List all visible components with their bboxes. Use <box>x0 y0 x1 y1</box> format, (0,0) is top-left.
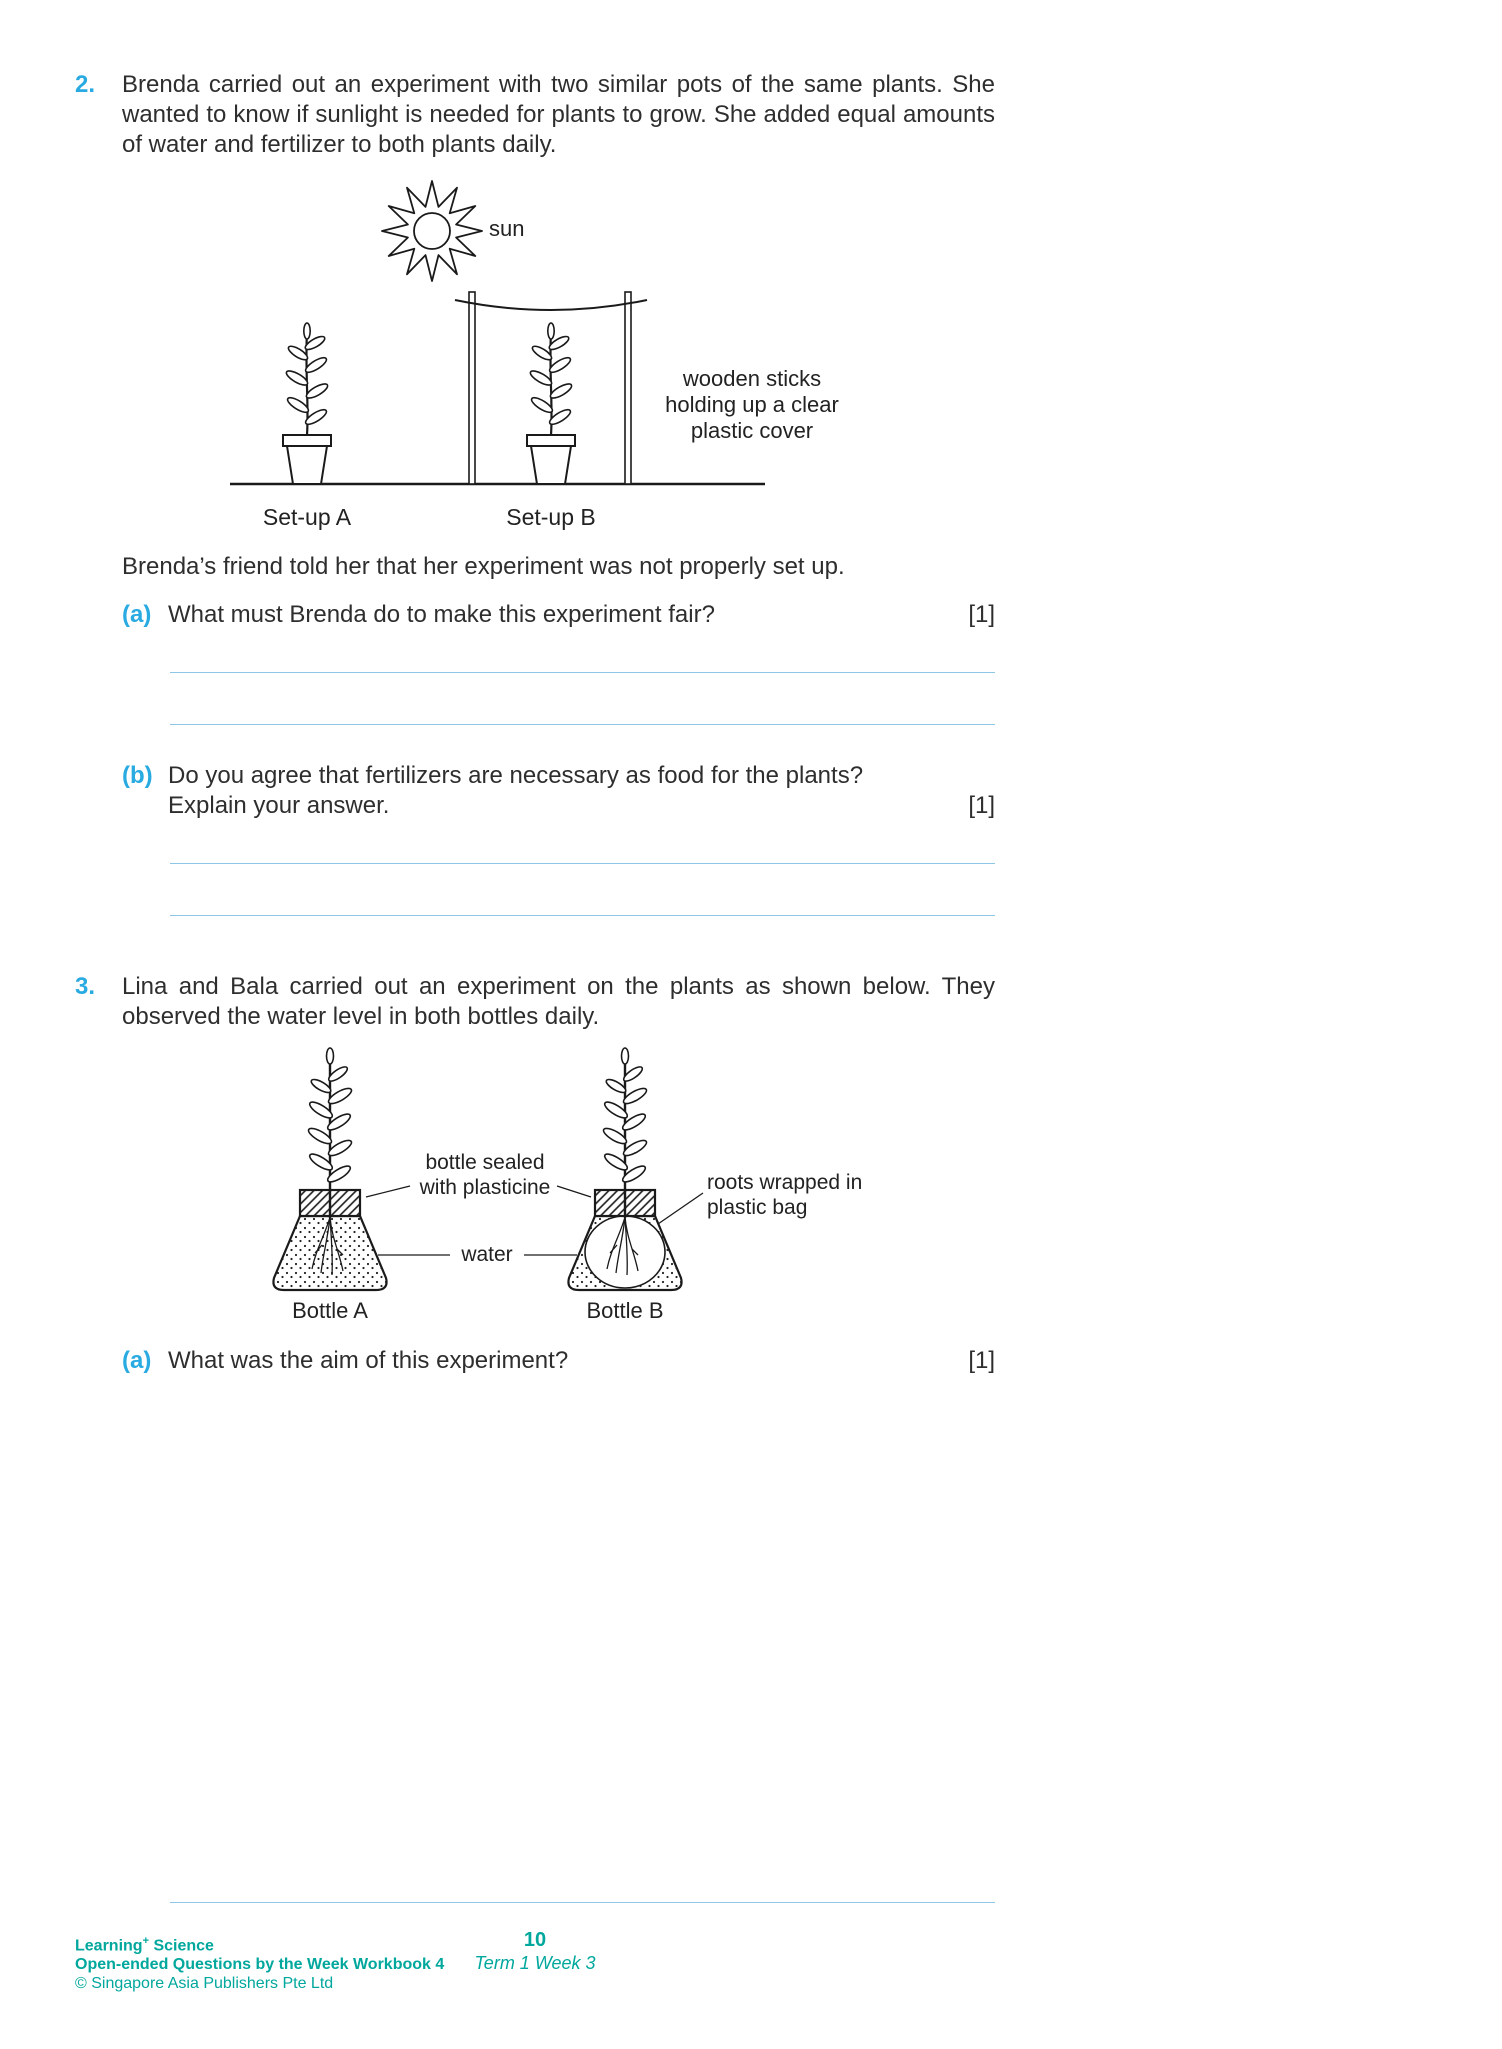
wooden-stick-left <box>468 291 476 485</box>
sun-icon <box>381 180 483 282</box>
wooden-stick-right <box>624 291 632 485</box>
question-2a-text: What must Brenda do to make this experim… <box>168 601 715 628</box>
question-2b-text: Do you agree that fertilizers are necess… <box>168 762 864 819</box>
question-2-number: 2. <box>75 71 96 98</box>
answer-line[interactable] <box>170 1902 995 1903</box>
footer-copyright: © Singapore Asia Publishers Pte Ltd <box>75 1975 334 1993</box>
question-2b-marks: [1] <box>968 792 995 819</box>
setup-a-plant <box>282 321 332 485</box>
setup-diagram-svg <box>230 180 765 486</box>
answer-line[interactable] <box>170 724 995 725</box>
question-3a-label: (a) <box>122 1347 152 1374</box>
question-2a-marks: [1] <box>968 601 995 628</box>
bottles-diagram-svg <box>272 1046 704 1292</box>
plastic-cover <box>454 299 648 311</box>
setup-diagram: sun wooden sticks holding up a clear pla… <box>155 176 975 536</box>
question-2-friend-text: Brenda’s friend told her that her experi… <box>122 553 845 580</box>
question-2: 2. Brenda carried out an experiment with… <box>75 70 1502 160</box>
footer-page-info: 10 Term 1 Week 3 <box>455 1928 615 1974</box>
footer-brand: Learning+ Science <box>75 1935 214 1955</box>
question-3a-marks: [1] <box>968 1347 995 1374</box>
seal-label: bottle sealed with plasticine <box>419 1151 551 1199</box>
question-2b-label: (b) <box>122 762 153 789</box>
setup-b-label: Set-up B <box>506 504 596 530</box>
sticks-label: wooden sticks holding up a clear plastic… <box>665 366 839 443</box>
question-3: 3. Lina and Bala carried out an experime… <box>75 972 1502 1032</box>
question-3a-text: What was the aim of this experiment? <box>168 1347 569 1374</box>
roots-label: roots wrapped in plastic bag <box>707 1171 863 1219</box>
water-label: water <box>461 1243 513 1266</box>
footer-series: Open-ended Questions by the Week Workboo… <box>75 1956 445 1974</box>
question-2-text: Brenda carried out an experiment with tw… <box>122 71 995 158</box>
bottle-a-label: Bottle A <box>292 1298 368 1323</box>
answer-line[interactable] <box>170 863 995 864</box>
sun-label: sun <box>489 216 525 241</box>
bottles-diagram: bottle sealed with plasticine roots wrap… <box>270 1040 1090 1332</box>
setup-a-label: Set-up A <box>262 504 352 530</box>
leader-lines <box>365 1185 704 1256</box>
answer-line[interactable] <box>170 915 995 916</box>
question-3a: (a) What was the aim of this experiment?… <box>122 1346 995 1376</box>
term-week: Term 1 Week 3 <box>474 1953 596 1973</box>
question-3-number: 3. <box>75 973 96 1000</box>
setup-b-plant <box>454 291 648 485</box>
question-3-text: Lina and Bala carried out an experiment … <box>122 973 995 1030</box>
question-2a-label: (a) <box>122 601 152 628</box>
bottle-b-label: Bottle B <box>586 1298 664 1323</box>
question-2a: (a) What must Brenda do to make this exp… <box>122 600 995 630</box>
page-number: 10 <box>523 1929 547 1951</box>
question-2b: (b) Do you agree that fertilizers are ne… <box>122 761 995 821</box>
bottle-a <box>272 1046 388 1292</box>
footer-publisher: Learning+ Science Open-ended Questions b… <box>75 1932 444 1993</box>
bottle-b <box>567 1046 683 1292</box>
answer-line[interactable] <box>170 672 995 673</box>
